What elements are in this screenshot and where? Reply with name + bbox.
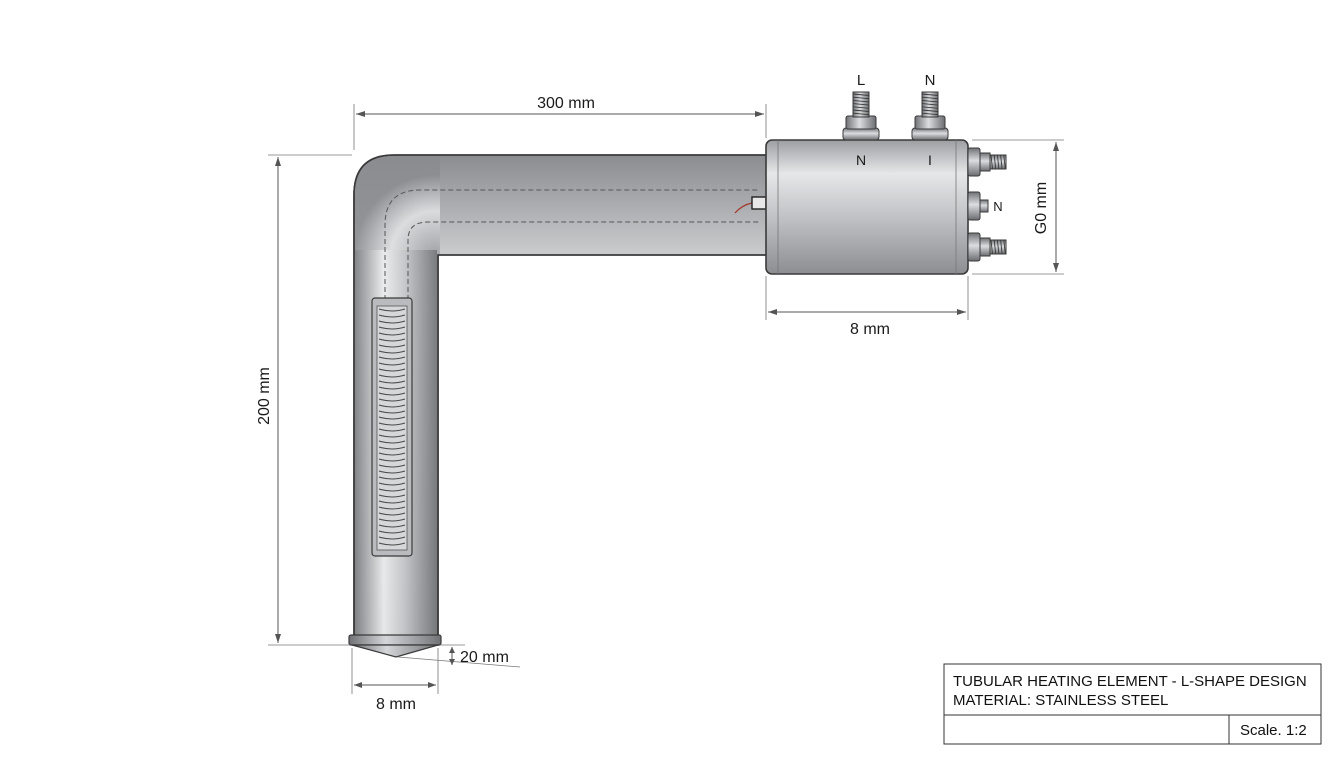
coil-turn bbox=[378, 416, 406, 420]
tube-edge bbox=[353, 154, 768, 645]
coil-turn bbox=[378, 524, 406, 528]
terminal-label-side-middle: N bbox=[993, 199, 1002, 214]
coil-turn bbox=[378, 512, 406, 516]
coil-turn bbox=[378, 350, 406, 354]
terminal-label-top-right: N bbox=[925, 72, 936, 89]
coil-turn bbox=[378, 338, 406, 342]
coil-turn bbox=[378, 344, 406, 348]
terminal-label-housing-left: N bbox=[856, 152, 866, 168]
coil-turn bbox=[378, 434, 406, 438]
coil-turn bbox=[378, 320, 406, 324]
coil-turn bbox=[378, 422, 406, 426]
dimension-horizontal-length: 300 mm bbox=[353, 95, 767, 150]
side-terminal-top bbox=[967, 147, 1007, 177]
coil-turn bbox=[378, 476, 406, 480]
title-block-scale: Scale. 1:2 bbox=[1240, 722, 1307, 739]
dimension-housing-length: 8 mm bbox=[765, 276, 969, 338]
coil-turn bbox=[378, 488, 406, 492]
housing-body bbox=[765, 139, 969, 275]
tip-cone bbox=[351, 644, 439, 658]
dimension-tube-diameter: 8 mm bbox=[351, 648, 439, 713]
dimension-tip-height: 20 mm bbox=[397, 644, 521, 668]
coil-turn bbox=[378, 494, 406, 498]
dimension-label-housing-height: G0 mm bbox=[1033, 182, 1050, 234]
title-block-title: TUBULAR HEATING ELEMENT - L-SHAPE DESIGN bbox=[953, 673, 1307, 690]
coil-turn bbox=[378, 356, 406, 360]
coil-turn bbox=[378, 380, 406, 384]
coil-turn bbox=[378, 428, 406, 432]
coil-turn bbox=[378, 386, 406, 390]
coil-turn bbox=[378, 440, 406, 444]
coil-turn bbox=[378, 374, 406, 378]
coil-turn bbox=[378, 482, 406, 486]
coil-turn bbox=[378, 368, 406, 372]
coil-turns bbox=[378, 308, 406, 546]
coil-turn bbox=[378, 464, 406, 468]
dimension-label-8-tube: 8 mm bbox=[376, 696, 416, 713]
coil-turn bbox=[378, 536, 406, 540]
terminal-label-top-left: L bbox=[857, 72, 865, 89]
coil-turn bbox=[378, 392, 406, 396]
coil-turn bbox=[378, 530, 406, 534]
dimension-housing-height: G0 mm bbox=[972, 139, 1064, 275]
dimension-label-8-housing: 8 mm bbox=[850, 321, 890, 338]
side-terminal-bottom bbox=[967, 232, 1007, 262]
dimension-label-200: 200 mm bbox=[256, 367, 273, 425]
coil-turn bbox=[378, 404, 406, 408]
heating-coil bbox=[371, 297, 413, 557]
coil-turn bbox=[378, 362, 406, 366]
dimension-vertical-length: 200 mm bbox=[256, 154, 352, 646]
coil-turn bbox=[378, 500, 406, 504]
tube-body bbox=[353, 154, 769, 646]
coil-turn bbox=[378, 308, 406, 312]
top-terminal-right bbox=[911, 91, 949, 141]
title-block: TUBULAR HEATING ELEMENT - L-SHAPE DESIGN… bbox=[943, 663, 1322, 745]
dimension-label-20: 20 mm bbox=[460, 649, 509, 666]
coil-turn bbox=[378, 506, 406, 510]
coil-turn bbox=[378, 470, 406, 474]
coil-turn bbox=[378, 410, 406, 414]
coil-turn bbox=[378, 326, 406, 330]
title-block-material: MATERIAL: STAINLESS STEEL bbox=[953, 692, 1168, 709]
tube-tip bbox=[348, 634, 442, 658]
terminal-housing bbox=[765, 139, 969, 275]
internal-conductor-inner bbox=[407, 221, 760, 300]
side-terminal-middle bbox=[967, 191, 989, 221]
internal-conductor bbox=[384, 189, 760, 300]
coil-turn bbox=[378, 398, 406, 402]
tip-flange bbox=[348, 634, 442, 646]
coil-turn bbox=[378, 446, 406, 450]
coil-turn bbox=[378, 458, 406, 462]
tube-bend-shading bbox=[355, 156, 440, 254]
coil-turn bbox=[378, 452, 406, 456]
coil-turn bbox=[378, 542, 406, 546]
top-terminal-left bbox=[842, 91, 880, 141]
coil-turn bbox=[378, 332, 406, 336]
terminal-label-housing-right: I bbox=[928, 152, 932, 168]
coil-turn bbox=[378, 518, 406, 522]
dimension-label-300: 300 mm bbox=[537, 95, 595, 112]
coil-turn bbox=[378, 314, 406, 318]
